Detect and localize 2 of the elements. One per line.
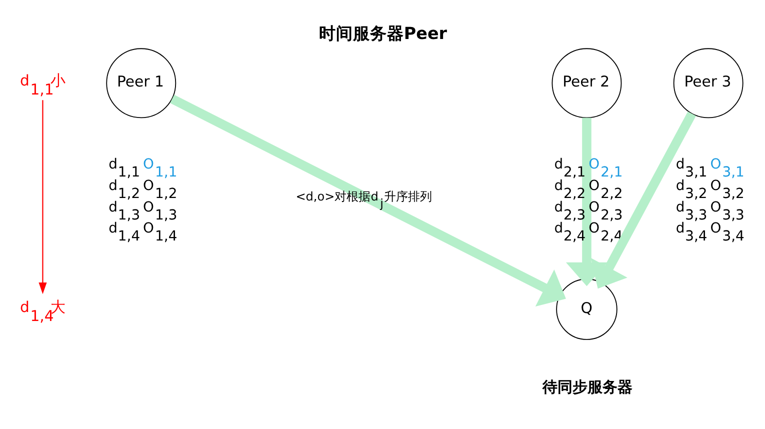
diagram-title: 时间服务器Peer bbox=[318, 22, 448, 43]
node-label: 待同步服务器 bbox=[542, 378, 633, 396]
